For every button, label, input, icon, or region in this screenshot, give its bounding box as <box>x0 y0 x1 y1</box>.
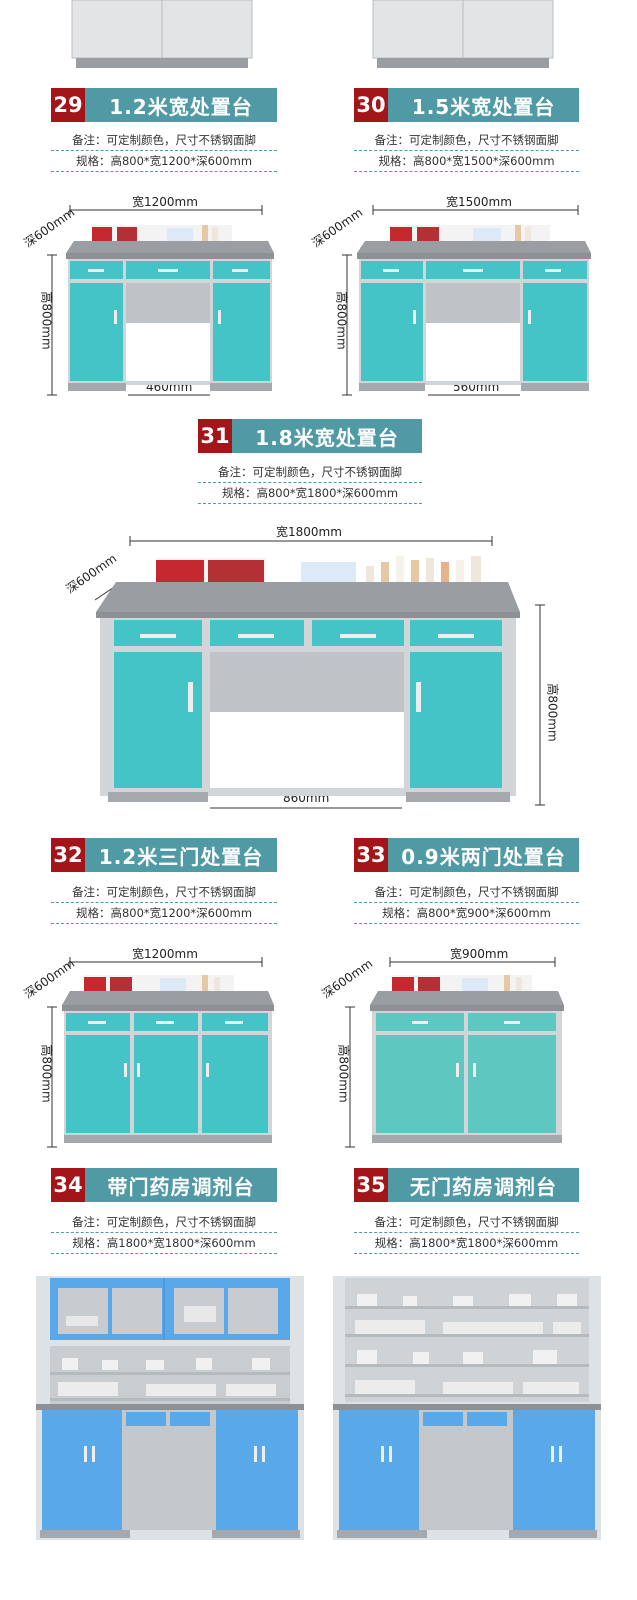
desk-31 <box>96 556 520 802</box>
product-30-spec: 规格：高800*宽1500*深600mm <box>378 154 555 168</box>
product-34-header: 34 带门药房调剂台 <box>51 1168 277 1202</box>
product-33-note: 备注：可定制颜色，尺寸不锈钢面脚 <box>374 885 559 899</box>
product-33-header: 33 0.9米两门处置台 <box>354 838 579 872</box>
product-31-spec: 规格：高800*宽1800*深600mm <box>221 486 399 500</box>
product-31-note: 备注：可定制颜色，尺寸不锈钢面脚 <box>218 465 402 479</box>
product-title: 带门药房调剂台 <box>85 1168 277 1202</box>
product-title: 0.9米两门处置台 <box>388 838 579 872</box>
product-29-spec: 规格：高800*宽1200*深600mm <box>75 154 253 168</box>
product-number: 34 <box>51 1168 85 1202</box>
product-34-spec: 规格：高1800*宽1800*深600mm <box>72 1236 256 1250</box>
product-35-header: 35 无门药房调剂台 <box>354 1168 579 1202</box>
product-number: 30 <box>354 88 388 122</box>
top-cabinet-right <box>372 0 554 68</box>
product-30-note: 备注：可定制颜色，尺寸不锈钢面脚 <box>374 133 559 147</box>
product-title: 1.2米宽处置台 <box>85 88 277 122</box>
product-title: 1.2米三门处置台 <box>85 838 277 872</box>
height-label: 高800mm <box>336 1044 351 1103</box>
product-title: 1.8米宽处置台 <box>232 419 422 453</box>
desk-33 <box>370 975 564 1143</box>
product-number: 35 <box>354 1168 388 1202</box>
desk-30 <box>357 225 591 391</box>
width-label: 宽1500mm <box>446 195 512 209</box>
width-label: 宽1200mm <box>132 195 198 209</box>
product-number: 29 <box>51 88 85 122</box>
product-number: 32 <box>51 838 85 872</box>
product-31-header: 31 1.8米宽处置台 <box>198 419 422 453</box>
width-label: 宽1800mm <box>276 525 342 539</box>
product-35-spec: 规格：高1800*宽1800*深600mm <box>374 1236 559 1250</box>
product-33-spec: 规格：高800*宽900*深600mm <box>382 906 551 920</box>
product-32-note: 备注：可定制颜色，尺寸不锈钢面脚 <box>72 885 256 899</box>
width-label: 宽1200mm <box>132 947 198 961</box>
product-29-note: 备注：可定制颜色，尺寸不锈钢面脚 <box>72 133 256 147</box>
product-29-header: 29 1.2米宽处置台 <box>51 88 277 122</box>
width-label: 宽900mm <box>450 947 509 961</box>
product-title: 1.5米宽处置台 <box>388 88 579 122</box>
product-number: 33 <box>354 838 388 872</box>
desk-32 <box>62 975 274 1143</box>
product-number: 31 <box>198 419 232 453</box>
cabinet-35 <box>333 1276 601 1540</box>
product-32-spec: 规格：高800*宽1200*深600mm <box>75 906 253 920</box>
product-35-note: 备注：可定制颜色，尺寸不锈钢面脚 <box>374 1215 559 1229</box>
product-32-header: 32 1.2米三门处置台 <box>51 838 277 872</box>
product-30-header: 30 1.5米宽处置台 <box>354 88 579 122</box>
product-34-note: 备注：可定制颜色，尺寸不锈钢面脚 <box>72 1215 256 1229</box>
cabinet-34 <box>36 1276 304 1540</box>
desk-29 <box>66 225 274 391</box>
product-title: 无门药房调剂台 <box>388 1168 579 1202</box>
top-cabinet-left <box>71 0 253 68</box>
